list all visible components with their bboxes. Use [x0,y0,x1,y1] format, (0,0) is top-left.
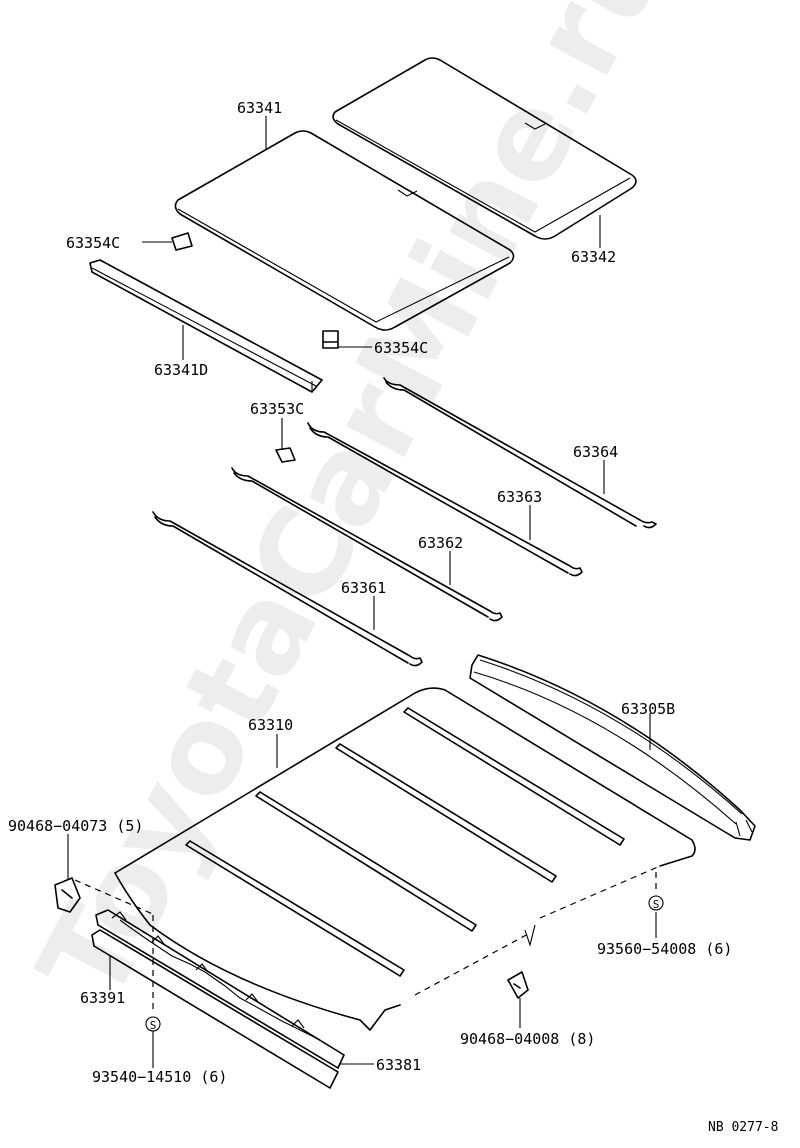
wire-63361-b [154,516,409,664]
strip-63341d [89,259,323,393]
headliner-63310 [114,687,696,1031]
wire-63362 [231,467,503,622]
screw-93540: S [145,1016,161,1032]
label-63353c: 63353C [250,400,304,418]
pad-63353c [275,447,296,463]
clip-90468-04008 [507,971,529,999]
screw-93560: S [648,895,664,911]
label-63362: 63362 [418,534,463,552]
wire-63363 [307,422,583,577]
label-63391: 63391 [80,989,125,1007]
label-63354c-top: 63354C [66,234,120,252]
clip-90468-04073 [54,877,81,913]
svg-text:S: S [653,898,660,911]
wire-63362-b [233,472,489,618]
wire-63364-b [385,381,637,527]
wire-63364 [383,377,657,529]
clip-63354c-mid [322,330,339,349]
label-63354c-mid: 63354C [374,339,428,357]
label-63310: 63310 [248,716,293,734]
label-63341d: 63341D [154,361,208,379]
label-63305b: 63305B [621,700,675,718]
label-90468-04008: 90468−04008 (8) [460,1030,595,1048]
rail-63305b [469,654,756,841]
front-trim [91,909,345,1089]
label-63361: 63361 [341,579,386,597]
label-90468-04073: 90468−04073 (5) [8,817,143,835]
watermark: ToyotaCarMine.ru [13,0,696,1024]
label-63381: 63381 [376,1056,421,1074]
clip-63354c-top [171,232,193,251]
diagram-code: NB 0277-8 [708,1120,778,1135]
label-93560-54008: 93560−54008 (6) [597,940,732,958]
label-93540-14510: 93540−14510 (6) [92,1068,227,1086]
label-63342: 63342 [571,248,616,266]
wire-63361 [152,511,423,667]
wire-63363-b [309,427,569,574]
svg-text:S: S [150,1019,157,1032]
label-63341: 63341 [237,99,282,117]
panel-63341 [174,130,515,331]
label-63364: 63364 [573,443,618,461]
panel-63342 [332,57,637,240]
label-63363: 63363 [497,488,542,506]
